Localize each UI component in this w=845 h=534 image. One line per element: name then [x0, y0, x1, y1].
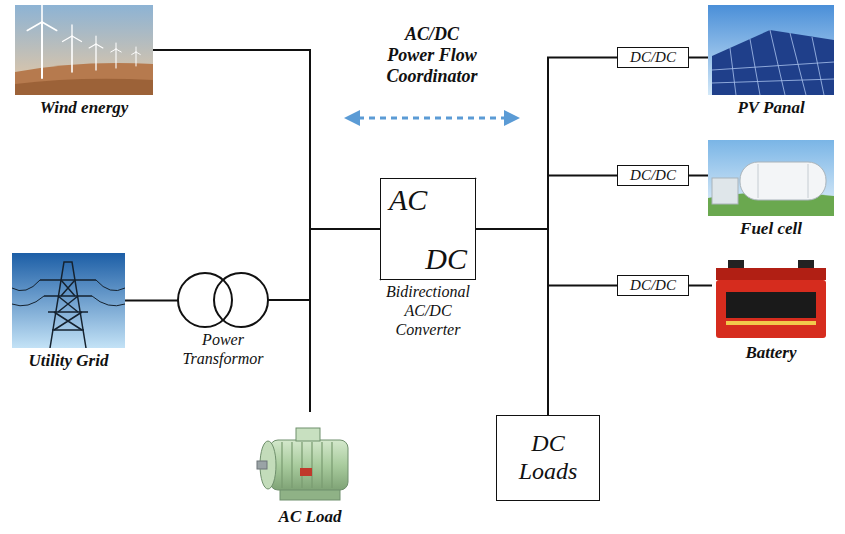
ac-motor-picture-part [296, 428, 320, 441]
ac-motor-picture-part [300, 468, 312, 476]
ac-motor-picture-part [282, 442, 332, 488]
node-caption: Bidirectional AC/DC Converter [378, 282, 478, 340]
bus-wire [689, 175, 708, 177]
node-caption: Fuel cell [740, 219, 802, 239]
battery-picture-part [728, 260, 744, 269]
battery-picture-part [798, 260, 814, 269]
wind-farm-picture-part-part [27, 5, 56, 31]
pv-panel-node: PV Panal [708, 5, 834, 95]
transformer-symbol [178, 273, 268, 327]
utility-grid-node: Utility Grid [12, 253, 125, 348]
wind-energy-node: Wind energy [15, 5, 153, 95]
power-flow-arrow-part [344, 110, 360, 126]
transformer-symbol-part [214, 273, 268, 327]
coordinator-label: AC/DC Power Flow Coordinator [383, 24, 481, 88]
ac-motor-picture-part [257, 461, 267, 469]
wind-farm-picture-part-part [115, 49, 116, 68]
bus-wire [476, 229, 548, 415]
pv-panel-picture-part [708, 5, 834, 95]
bus-wire [268, 229, 380, 300]
box-label: DC/DC [630, 49, 676, 66]
utility-grid-picture [12, 253, 125, 348]
bus-wire [689, 57, 708, 59]
bus-wire [125, 300, 178, 302]
pv-panel-picture [708, 5, 834, 95]
power-transformer-node: Power Transformor [178, 273, 268, 327]
wind-farm-picture-part-part [41, 22, 43, 78]
fuel-cell-node: Fuel cell [708, 140, 834, 216]
fuel-cell-picture-part [708, 140, 834, 216]
battery-picture-part [726, 292, 816, 318]
utility-grid-picture-part-part [40, 280, 96, 312]
node-caption: Battery [746, 343, 797, 363]
converter-side-label: DC [425, 242, 467, 275]
battery-picture [716, 260, 826, 338]
ac-motor-picture-part-part [282, 442, 332, 488]
wind-farm-picture-part-part [111, 43, 121, 52]
battery-picture-part [716, 280, 826, 338]
node-caption: PV Panal [737, 98, 804, 118]
bus-wire [310, 229, 380, 412]
bus-wire [476, 229, 617, 286]
power-flow-arrow-part [504, 110, 520, 126]
battery-picture-part [726, 321, 816, 325]
converter-box: ACDCBidirectional AC/DC Converter [380, 178, 476, 280]
bus-wire [153, 50, 380, 229]
box-label: DC/DC [630, 277, 676, 294]
dc-dc-box: DC/DC [617, 275, 689, 296]
bus-wire [476, 176, 617, 230]
transformer-symbol-part [178, 273, 232, 327]
wind-farm-picture-part [15, 63, 153, 95]
box-label: DC Loads [512, 430, 584, 485]
fuel-cell-picture-part [740, 162, 826, 200]
pv-panel-picture-part [712, 30, 834, 95]
wind-farm-picture-part [15, 79, 153, 95]
utility-grid-picture-part-part [52, 329, 84, 331]
wind-farm-picture-part-part [132, 47, 141, 55]
battery-node: Battery [712, 258, 830, 340]
node-caption: Power Transformor [177, 330, 269, 368]
pv-panel-picture-part [712, 30, 834, 95]
ac-motor-picture [257, 428, 348, 500]
ac-motor-picture-part [270, 440, 348, 490]
node-caption: Utility Grid [29, 351, 109, 371]
power-flow-arrow-part [358, 117, 506, 120]
utility-grid-picture-part [12, 262, 125, 348]
wind-farm-picture-part-part [136, 52, 137, 66]
fuel-cell-picture-part [712, 178, 738, 204]
wind-farm-picture [15, 5, 153, 95]
node-caption: AC Load [279, 507, 342, 527]
wind-farm-picture-part-part [95, 44, 96, 70]
pv-panel-picture-part-part [730, 30, 824, 95]
dc-dc-box: DC/DC [617, 165, 689, 186]
wind-farm-picture-part-part [71, 36, 73, 72]
fuel-cell-picture-part [758, 164, 808, 198]
wind-farm-picture-part-part [89, 36, 103, 48]
ac-load-node: AC Load [255, 412, 365, 504]
utility-grid-picture-part [12, 253, 125, 348]
utility-grid-picture-part-part [54, 280, 82, 330]
fuel-cell-picture [708, 140, 834, 216]
power-flow-arrow [344, 110, 520, 126]
pv-panel-picture-part-part [712, 62, 834, 83]
dc-dc-box: DC/DC [617, 47, 689, 68]
wind-farm-picture-part [27, 5, 140, 78]
battery-picture-part [716, 268, 826, 280]
converter-diagonal [380, 178, 476, 280]
wind-farm-picture-part [15, 5, 153, 95]
box-label: DC/DC [630, 167, 676, 184]
wind-farm-picture-part-part [63, 25, 82, 42]
node-caption: Wind energy [40, 98, 129, 118]
dc-loads-box: DC Loads [496, 415, 600, 501]
converter-side-label: AC [389, 183, 427, 216]
bus-wire [476, 58, 617, 230]
utility-grid-picture-part-part [50, 262, 86, 348]
bus-wire [689, 285, 712, 287]
utility-grid-picture-part-part [12, 280, 125, 306]
